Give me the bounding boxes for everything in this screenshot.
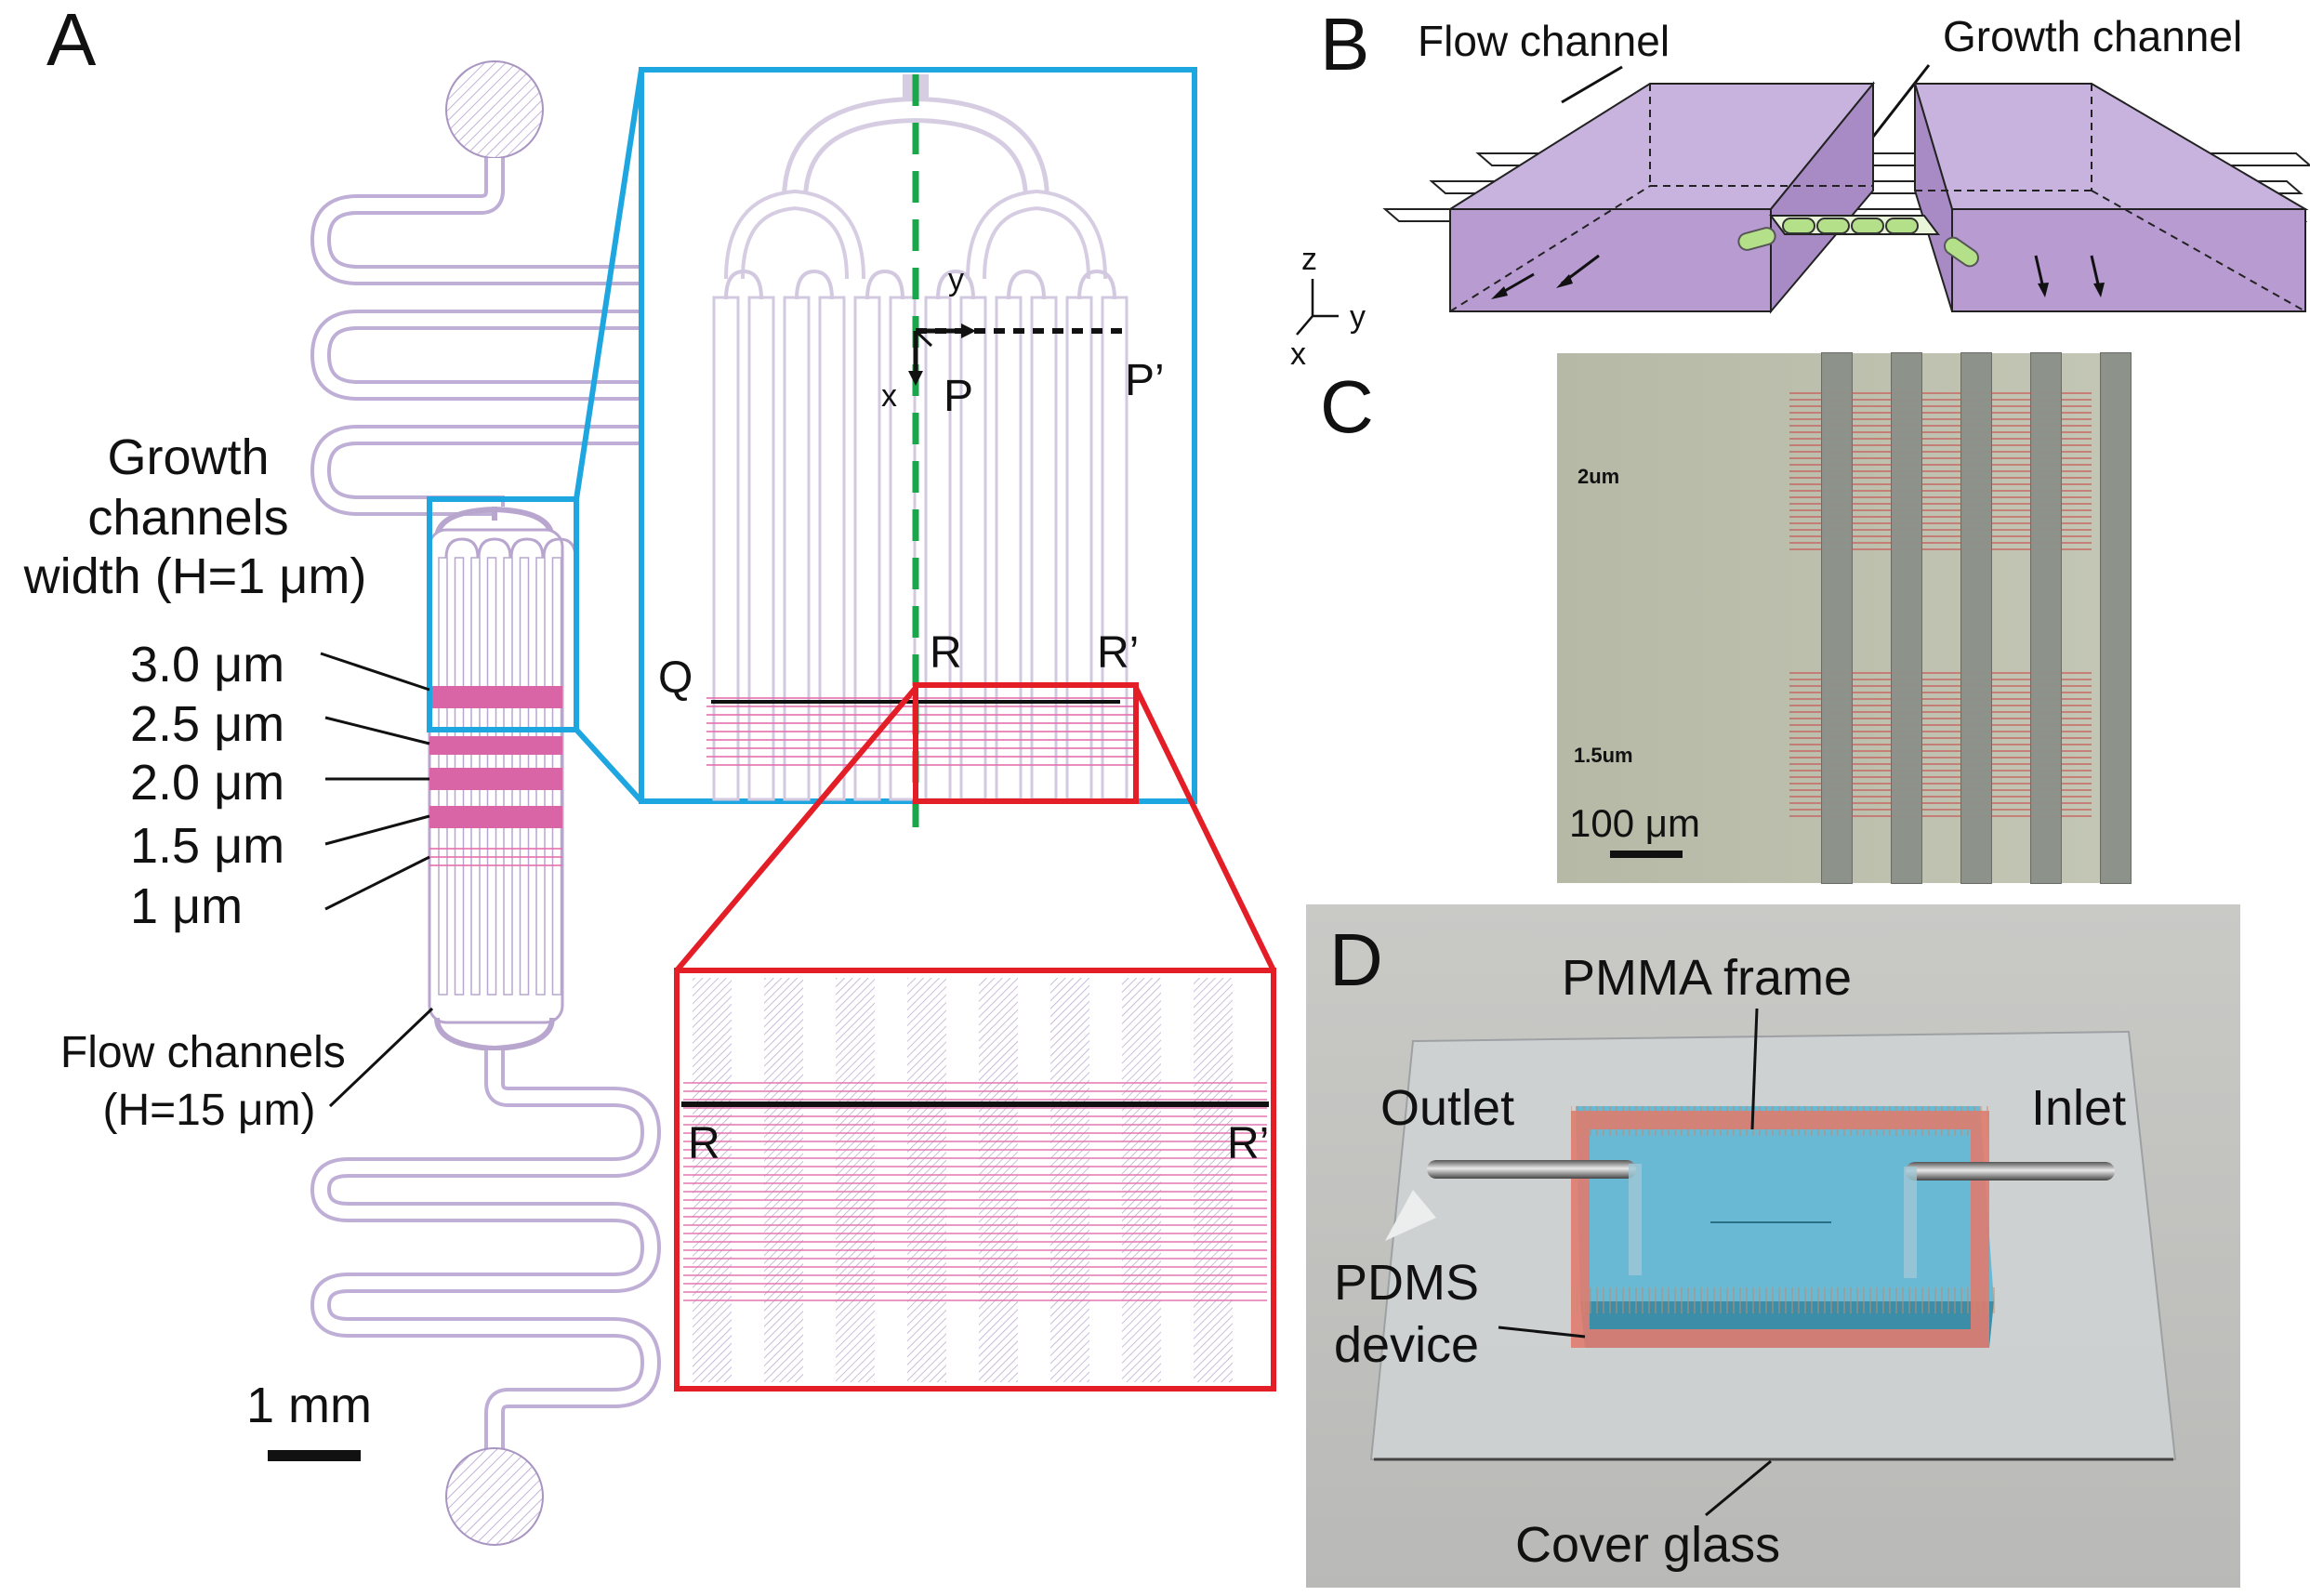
cyan-selection-box (427, 496, 579, 732)
point-rprime-label: R’ (1097, 628, 1139, 678)
outlet-label: Outlet (1380, 1080, 1514, 1136)
axis-triad (1296, 279, 1339, 336)
panel-a: A (23, 0, 1276, 1546)
band-3.0 (429, 686, 562, 708)
c-scale-bar (1610, 851, 1683, 858)
width-label-2.0: 2.0 μm (130, 755, 284, 811)
zoom-r-label: R (688, 1119, 720, 1168)
scale-bar-1mm (268, 1450, 361, 1461)
growth-channels-label: Growth channels width (H=1 μm) (23, 429, 367, 604)
width-label-1.5: 1.5 μm (130, 818, 284, 874)
c-scale-bar-label: 100 μm (1569, 801, 1700, 845)
micrograph-label-1.5um: 1.5um (1574, 744, 1633, 767)
red-zoom-inset: R R’ (674, 968, 1276, 1392)
cyan-inset: y x P P’ Q R R’ (639, 67, 1197, 827)
band-2.0 (429, 768, 562, 790)
panel-letter-c: C (1320, 365, 1374, 448)
point-p-label: P (944, 372, 973, 421)
b-axis-x: x (1290, 336, 1306, 372)
panel-b: B Flow channel Growth channel (1290, 3, 2310, 372)
bacteria-cells (1782, 218, 1919, 234)
point-pprime-label: P’ (1125, 356, 1165, 405)
micrograph-label-2um: 2um (1577, 465, 1619, 488)
scale-bar-1mm-label: 1 mm (246, 1378, 372, 1433)
point-q-label: Q (658, 653, 693, 703)
chip-branch (477, 537, 512, 559)
panel-letter-b: B (1320, 3, 1369, 86)
width-leader-lines (320, 652, 430, 911)
chip-overview (310, 60, 667, 1546)
red-selection-box (913, 682, 1139, 804)
outlet-tube (1427, 1160, 1636, 1179)
band-1.5 (429, 806, 562, 828)
panel-d: D PMMA frame Outlet Inlet PDMS device (1306, 904, 2240, 1588)
central-growth-channel (1737, 215, 1980, 268)
bottom-port (445, 1447, 544, 1546)
band-1 (429, 846, 562, 868)
pmma-frame-label: PMMA frame (1562, 950, 1852, 1006)
pdms-device-label: PDMS device (1334, 1255, 1493, 1373)
cover-glass-label: Cover glass (1515, 1517, 1780, 1573)
right-flow-block (1913, 83, 2309, 312)
width-label-1: 1 μm (130, 878, 243, 934)
pdms-device (1571, 1106, 1999, 1348)
flow-channels-label: Flow channels (H=15 μm) (60, 1028, 358, 1135)
inset-x-axis-label: x (881, 378, 897, 414)
inset-growth-lines (706, 695, 1139, 772)
micrograph-channels (1789, 352, 2132, 884)
growth-channel-label: Growth channel (1943, 12, 2242, 60)
chip-branch (444, 537, 480, 559)
b-axis-y: y (1350, 299, 1366, 335)
inlet-label: Inlet (2031, 1080, 2126, 1136)
b-axis-z: z (1301, 242, 1317, 277)
width-label-2.5: 2.5 μm (130, 696, 284, 752)
point-r-label: R (930, 628, 962, 678)
chip-branch (509, 537, 545, 559)
top-port (445, 60, 544, 159)
flow-channel-lines (438, 537, 577, 996)
zoom-rprime-label: R’ (1227, 1119, 1269, 1168)
inset-y-axis-label: y (948, 262, 964, 297)
width-label-3.0: 3.0 μm (130, 637, 284, 692)
panel-letter-d: D (1329, 918, 1383, 1001)
zoom-growth-lines (683, 1078, 1267, 1306)
panel-c: C 2um 1.5um 100 μm (1320, 352, 2132, 884)
panel-letter-a: A (46, 0, 97, 81)
band-2.5 (429, 736, 562, 755)
left-flow-block (1446, 81, 1876, 314)
flow-channel-label: Flow channel (1418, 17, 1670, 65)
tubing (1427, 1160, 2115, 1278)
inlet-tube (1906, 1162, 2115, 1181)
